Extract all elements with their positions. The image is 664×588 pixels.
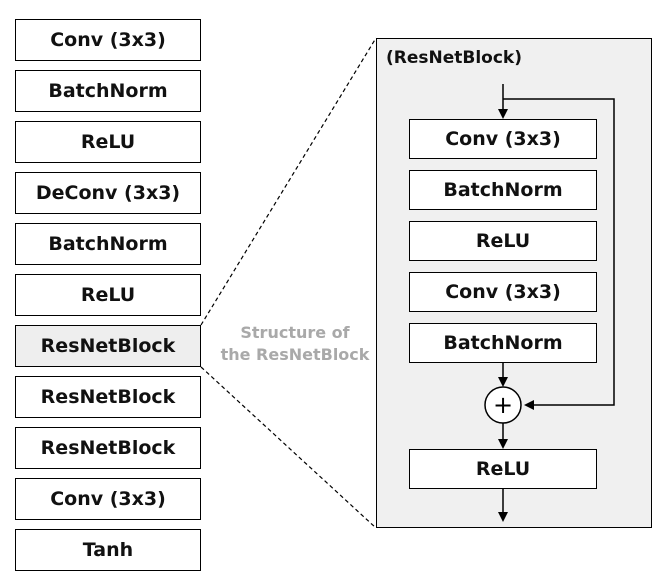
res-layer-relu-output: ReLU <box>409 449 597 489</box>
layer-resnetblock-2: ResNetBlock <box>15 376 201 418</box>
res-layer-batchnorm-1: BatchNorm <box>409 170 597 210</box>
caption-line-1: Structure of <box>240 323 350 342</box>
layer-conv-2: Conv (3x3) <box>15 478 201 520</box>
res-layer-batchnorm-2: BatchNorm <box>409 323 597 363</box>
layer-resnetblock-3: ResNetBlock <box>15 427 201 469</box>
layer-relu-1: ReLU <box>15 121 201 163</box>
layer-batchnorm-2: BatchNorm <box>15 223 201 265</box>
resnetblock-title: (ResNetBlock) <box>386 48 523 68</box>
layer-resnetblock-1: ResNetBlock <box>15 325 201 367</box>
zoom-line-top <box>200 37 377 326</box>
add-symbol: + <box>493 391 513 419</box>
res-layer-conv-2: Conv (3x3) <box>409 272 597 312</box>
res-layer-conv-1: Conv (3x3) <box>409 119 597 159</box>
layer-batchnorm-1: BatchNorm <box>15 70 201 112</box>
caption-line-2: the ResNetBlock <box>220 345 370 364</box>
layer-conv-1: Conv (3x3) <box>15 19 201 61</box>
skip-connection-arrow <box>503 98 615 410</box>
zoom-line-bottom <box>200 366 377 529</box>
layer-tanh: Tanh <box>15 529 201 571</box>
layer-relu-2: ReLU <box>15 274 201 316</box>
layer-deconv: DeConv (3x3) <box>15 172 201 214</box>
res-layer-relu: ReLU <box>409 221 597 261</box>
